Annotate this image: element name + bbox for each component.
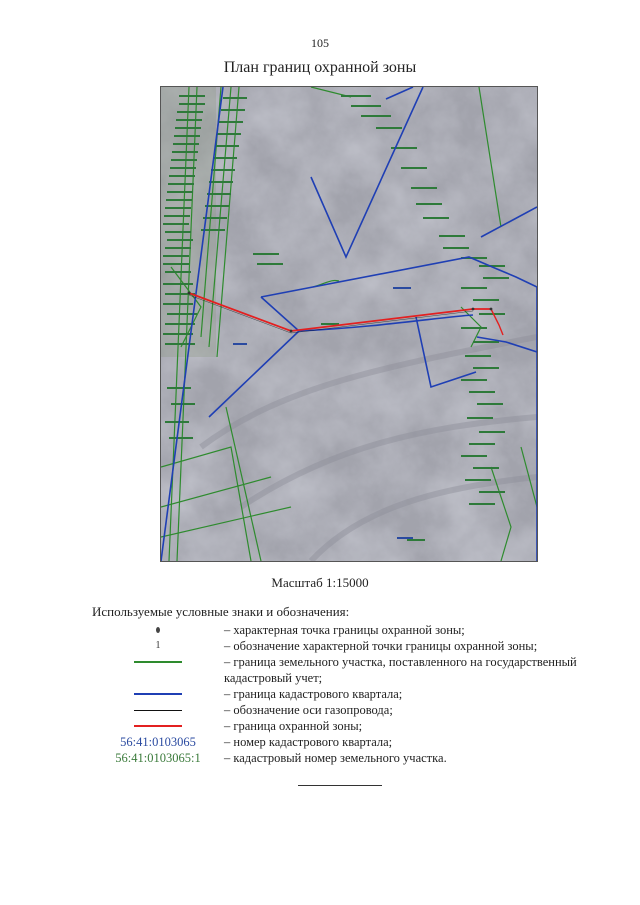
legend-item-quarter-boundary: – граница кадастрового квартала;: [92, 686, 602, 702]
legend-item-quarter-number: 56:41:0103065 – номер кадастрового кварт…: [120, 735, 393, 749]
map-canvas[interactable]: [161, 87, 537, 561]
green-line-icon: [134, 661, 182, 663]
point-label-sample: 1: [155, 640, 161, 651]
quarter-boundaries[interactable]: [161, 87, 537, 561]
point-icon: [156, 627, 160, 633]
boundary-points: [187, 291, 493, 333]
legend-item-point: – характерная точка границы охранной зон…: [92, 622, 602, 638]
page-number: 105: [311, 36, 329, 50]
parcel-number-sample: 56:41:0103065:1: [115, 751, 201, 765]
legend-item-protection-zone: – граница охранной зоны;: [92, 718, 602, 734]
legend: – характерная точка границы охранной зон…: [92, 622, 602, 766]
legend-item-point-label: 1 – обозначение характерной точки границ…: [155, 639, 538, 653]
map-scale: Масштаб 1:15000: [271, 575, 369, 590]
protection-zone[interactable]: [188, 292, 504, 336]
red-line-icon: [134, 725, 182, 727]
black-line-icon: [134, 709, 182, 711]
quarter-number-sample: 56:41:0103065: [120, 735, 196, 749]
blue-line-icon: [134, 693, 182, 695]
pipeline-axis: [188, 294, 474, 334]
quarter-number-labels: [233, 287, 413, 539]
legend-title: Используемые условные знаки и обозначени…: [92, 604, 350, 619]
legend-item-parcel-boundary: – граница земельного участка, поставленн…: [92, 654, 602, 686]
map-frame[interactable]: [160, 86, 538, 562]
terrain-streaks: [199, 334, 537, 561]
page-title: План границ охранной зоны: [223, 59, 417, 76]
settlement-west: [161, 87, 216, 357]
legend-item-pipeline-axis: – обозначение оси газопровода;: [92, 702, 602, 718]
legend-item-parcel-number: 56:41:0103065:1 – кадастровый номер земе…: [115, 751, 447, 765]
separator-line: [298, 785, 382, 786]
parcel-number-labels: [163, 95, 509, 541]
